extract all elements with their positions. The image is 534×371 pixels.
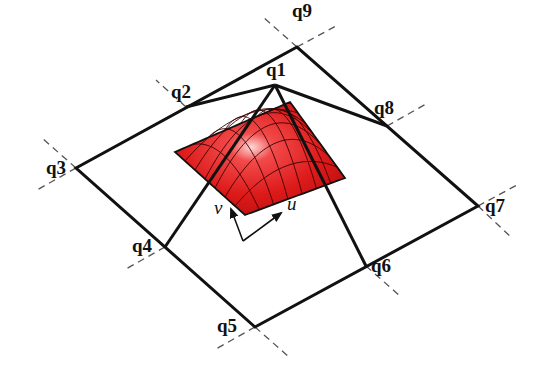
point-label: q3 <box>45 158 67 178</box>
surface-isoline <box>235 161 337 206</box>
axis-label: v <box>213 198 223 218</box>
control-lines <box>165 85 387 266</box>
surface-isoline <box>274 109 331 183</box>
dashed-extensions <box>37 17 517 357</box>
point-label: q6 <box>370 256 392 276</box>
point-label: q7 <box>484 196 506 216</box>
uv-axes <box>231 209 281 241</box>
point-label: q5 <box>216 316 238 336</box>
surface-isoline <box>191 144 259 210</box>
point-label: q4 <box>131 236 153 256</box>
point-label: q1 <box>265 60 287 80</box>
point-label: q2 <box>170 82 192 102</box>
surface-isoline <box>224 117 288 200</box>
surface-fill <box>175 102 345 215</box>
point-label: q9 <box>291 1 313 21</box>
point-label: q8 <box>373 98 395 118</box>
surface-isoline <box>205 113 314 179</box>
surface-isoline <box>195 109 306 170</box>
axis-label: u <box>286 194 298 214</box>
control-net <box>76 47 478 327</box>
surface-isoline <box>208 129 274 205</box>
surface-patch <box>175 102 345 215</box>
